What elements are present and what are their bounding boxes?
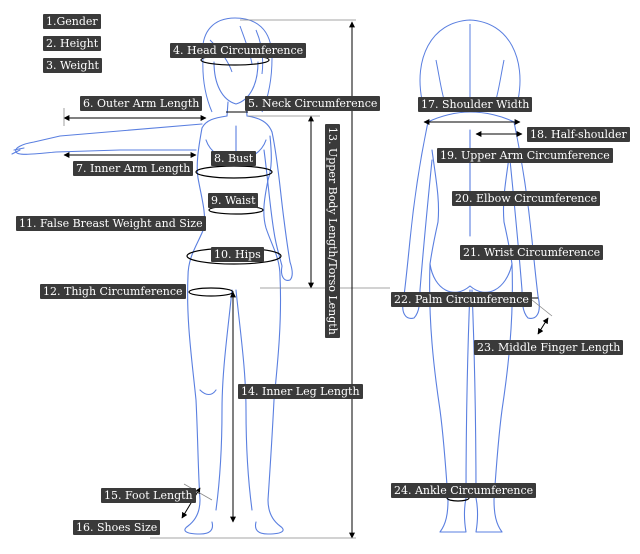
label-wrist-circumference: 21. Wrist Circumference (460, 245, 604, 260)
middle-finger-arrow (537, 317, 549, 335)
label-shoulder-width: 17. Shoulder Width (418, 97, 533, 112)
label-inner-leg-length: 14. Inner Leg Length (238, 384, 363, 399)
label-false-breast: 11. False Breast Weight and Size (16, 216, 206, 231)
label-elbow-circumference: 20. Elbow Circumference (452, 191, 601, 206)
label-middle-finger-length: 23. Middle Finger Length (474, 340, 624, 355)
label-gender: 1.Gender (43, 14, 101, 29)
label-thigh-circumference: 12. Thigh Circumference (40, 284, 186, 299)
label-upper-body-length: 13. Upper Body Length/Torso Length (325, 124, 340, 338)
label-ankle-circumference: 24. Ankle Circumference (391, 483, 537, 498)
label-hips: 10. Hips (211, 247, 264, 262)
label-waist: 9. Waist (208, 193, 259, 208)
label-palm-circumference: 22. Palm Circumference (391, 292, 532, 307)
label-bust: 8. Bust (211, 151, 257, 166)
label-foot-length: 15. Foot Length (101, 488, 196, 503)
label-neck-circumference: 5. Neck Circumference (245, 96, 381, 111)
thigh-ring (188, 287, 234, 297)
label-shoes-size: 16. Shoes Size (73, 520, 161, 535)
label-half-shoulder: 18. Half-shoulder (527, 127, 630, 142)
bust-ring (195, 165, 273, 179)
foot-arrow (181, 487, 201, 519)
label-upper-arm-circumference: 19. Upper Arm Circumference (437, 148, 613, 163)
label-weight: 3. Weight (43, 58, 102, 73)
front-figure (11, 17, 293, 535)
label-head-circumference: 4. Head Circumference (170, 43, 307, 58)
label-inner-arm-length: 7. Inner Arm Length (73, 161, 194, 176)
label-outer-arm-length: 6. Outer Arm Length (80, 96, 203, 111)
label-height: 2. Height (43, 36, 102, 51)
